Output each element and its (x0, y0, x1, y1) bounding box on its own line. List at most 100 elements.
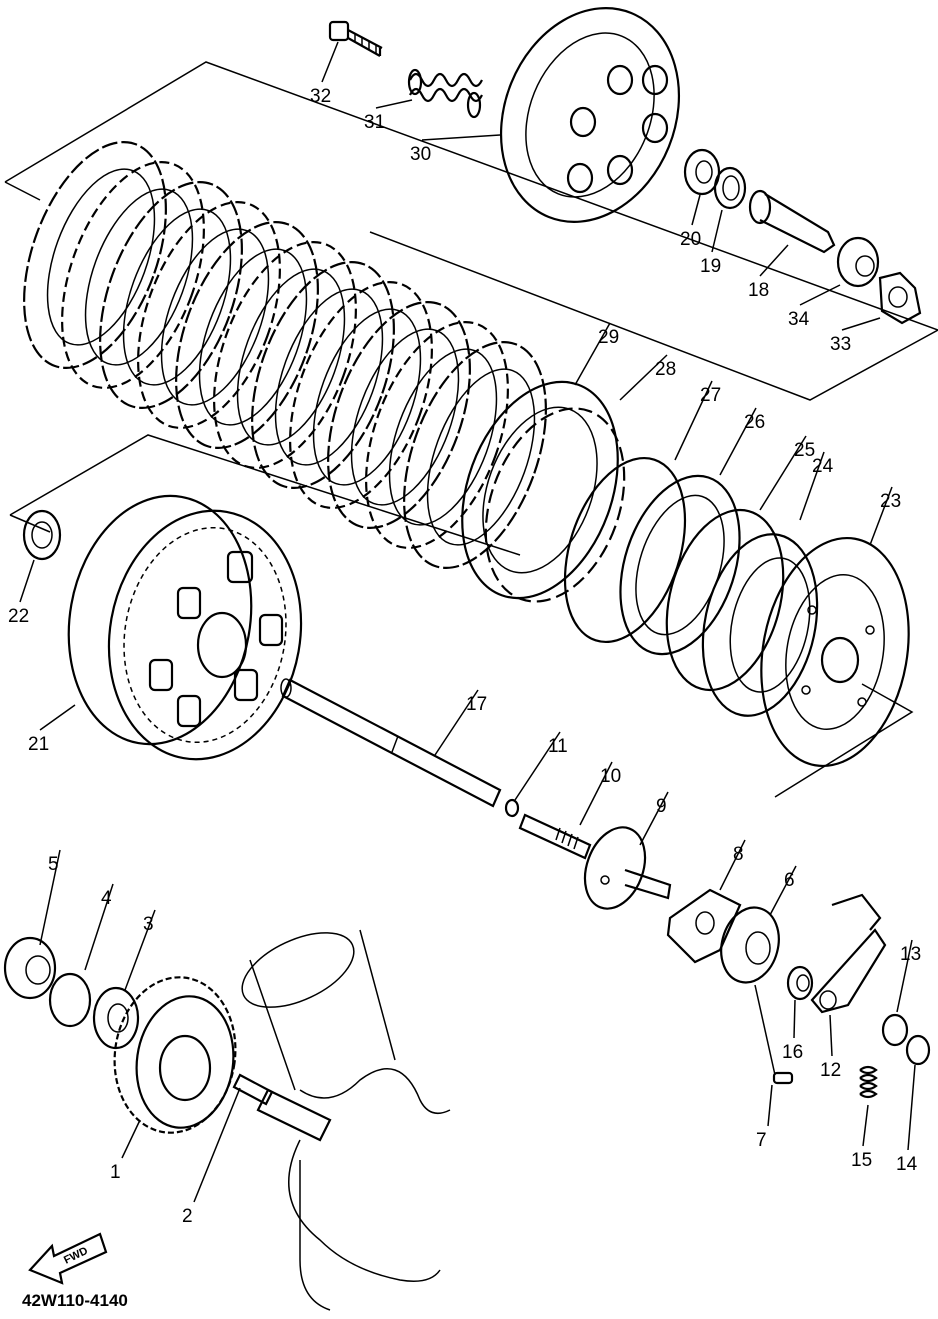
leader-line (769, 865, 797, 916)
part-label: 28 (655, 359, 676, 380)
part-label: 34 (788, 309, 810, 330)
part-label: 23 (880, 491, 901, 512)
plate-inner-edge (198, 248, 308, 426)
part-label: 4 (101, 888, 112, 909)
leader-line (124, 909, 156, 991)
clutch-housing-frame (9, 434, 914, 798)
steel-plate (289, 281, 433, 509)
washer-20 (683, 148, 721, 196)
leader-line (907, 1064, 916, 1151)
leader-line (829, 1014, 833, 1057)
plate-8 (666, 888, 742, 964)
leader-line (579, 761, 613, 826)
part-label: 21 (28, 734, 49, 755)
plate-inner-edge (312, 308, 422, 486)
leader-line (421, 134, 501, 141)
clutch-plates-frame (4, 61, 938, 401)
leader-line (799, 284, 841, 306)
part-label: 30 (410, 144, 431, 165)
release-lever-12 (810, 893, 887, 1014)
leader-line (691, 194, 701, 226)
oil-seal-6 (720, 906, 780, 984)
part-label: 11 (548, 736, 568, 757)
clutch-plate-stack (23, 141, 547, 569)
part-label: 16 (782, 1042, 803, 1063)
part-label: 18 (748, 280, 769, 301)
plate-inner-edge (350, 328, 460, 506)
leader-line (841, 317, 881, 331)
clutch-housing-21 (67, 494, 303, 761)
plate-inner-edge (388, 348, 498, 526)
push-lever-9 (583, 826, 672, 910)
leader-line (39, 704, 76, 731)
part-number-labels: 1234567891011121314151617181920212223242… (8, 86, 921, 1227)
part-label: 31 (364, 112, 385, 133)
bolt-32 (328, 20, 383, 57)
pressure-plate (499, 7, 681, 223)
part-label: 17 (466, 694, 487, 715)
leader-line (375, 99, 413, 109)
part-label: 29 (598, 327, 619, 348)
forward-arrow-icon: FWD (28, 1232, 108, 1285)
fwd-text: FWD (62, 1245, 90, 1267)
part-label: 6 (784, 870, 795, 891)
drawing-code: 42W110-4140 (22, 1291, 128, 1310)
leader-line (674, 380, 713, 461)
plate-inner-edge (160, 228, 270, 406)
key-2 (232, 1073, 274, 1106)
steel-plate (61, 161, 205, 389)
leader-line (321, 41, 339, 83)
clutch-boss-24 (701, 533, 819, 717)
part-label: 33 (830, 334, 851, 355)
leader-line (121, 1119, 141, 1159)
push-screw-10 (518, 813, 592, 860)
leader-lines (19, 41, 916, 1203)
push-rod-17 (280, 678, 502, 808)
bearing-19 (713, 166, 747, 210)
friction-plate-28 (484, 407, 626, 603)
leader-line (767, 1084, 773, 1127)
washer-13 (881, 1013, 909, 1047)
leader-line (19, 559, 35, 603)
part-label: 13 (900, 944, 921, 965)
friction-plate (99, 181, 243, 409)
primary-drive-gear-1 (113, 976, 237, 1134)
leader-line (719, 839, 746, 891)
part-label: 5 (48, 854, 59, 875)
leader-line (869, 486, 893, 546)
steel-plate (365, 321, 509, 549)
leader-line (896, 939, 913, 1013)
part-label: 26 (744, 412, 765, 433)
lock-washer-4 (48, 972, 92, 1028)
leader-line (434, 689, 479, 756)
friction-plate (327, 301, 471, 529)
part-label: 1 (110, 1162, 121, 1183)
part-label: 9 (656, 796, 667, 817)
o-ring-11 (504, 798, 520, 818)
pressure-plate-23 (760, 536, 910, 768)
spring-15 (859, 1065, 878, 1099)
plate-inner-edge (426, 368, 536, 546)
part-label: 22 (8, 606, 29, 627)
nut-34 (836, 236, 880, 288)
plate-inner-edge (122, 208, 232, 386)
part-label: 27 (700, 385, 721, 406)
nut-14 (905, 1034, 931, 1066)
leader-line (862, 1104, 869, 1147)
part-label: 32 (310, 86, 331, 107)
push-rod-18 (748, 189, 836, 254)
leader-line (574, 322, 611, 386)
part-label: 15 (851, 1150, 872, 1171)
leader-line (39, 849, 61, 946)
leader-line (619, 354, 668, 401)
part-label: 24 (812, 456, 834, 477)
part-label: 8 (733, 844, 744, 865)
part-label: 2 (182, 1206, 193, 1227)
plate-inner-edge (46, 168, 156, 346)
steel-plate (137, 201, 281, 429)
part-label: 10 (600, 766, 621, 787)
leader-line (84, 883, 114, 971)
steel-plate (213, 241, 357, 469)
friction-plate (23, 141, 167, 369)
